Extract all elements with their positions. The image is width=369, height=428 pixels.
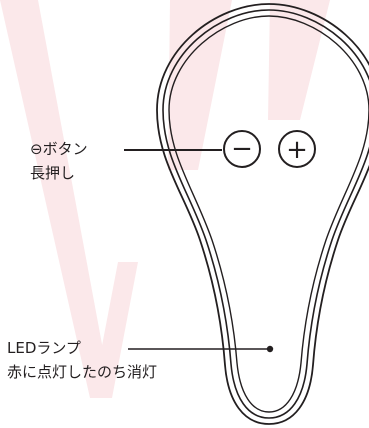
- minus-symbol: −: [231, 134, 253, 164]
- minus-button[interactable]: −: [223, 130, 261, 168]
- background-watermark-2: [92, 262, 138, 398]
- led-description: 赤に点灯したのち消灯: [7, 363, 158, 381]
- device-outline-inner: [168, 15, 369, 413]
- led-label: LEDランプ: [7, 339, 81, 357]
- minus-button-action-label: 長押し: [30, 164, 76, 182]
- plus-button[interactable]: +: [278, 130, 316, 168]
- minus-circle-icon: [223, 130, 261, 168]
- background-watermark-4: [268, 0, 330, 120]
- device-outline-middle: [162, 9, 369, 419]
- led-dot-icon: [266, 345, 274, 353]
- background-watermark-3: [168, 0, 232, 170]
- device-outline-outer: [156, 3, 369, 425]
- background-watermark: [0, 0, 112, 398]
- minus-button-label: ⊖ボタン: [30, 140, 88, 158]
- plus-symbol: +: [286, 135, 308, 165]
- plus-circle-icon: [278, 130, 316, 168]
